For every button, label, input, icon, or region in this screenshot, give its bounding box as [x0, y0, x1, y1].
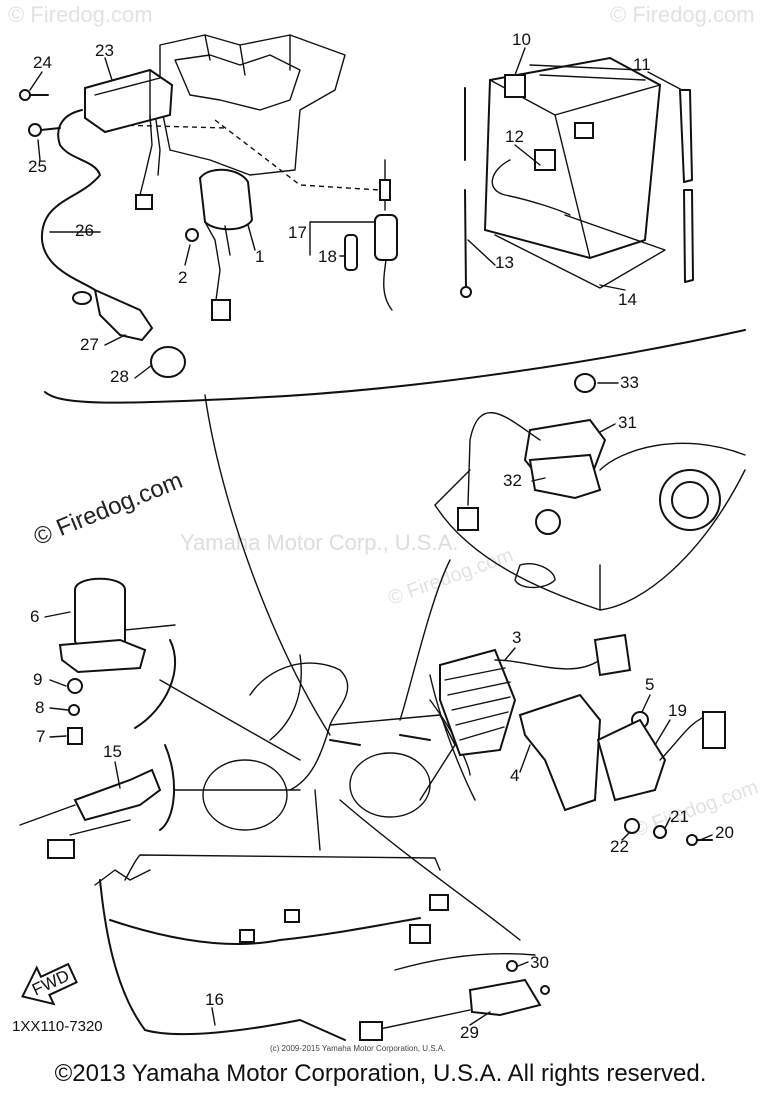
starter-relay-assembly	[434, 373, 746, 611]
callout-16: 16	[205, 990, 224, 1009]
callout-4: 4	[510, 766, 519, 785]
callout-17: 17	[288, 223, 307, 242]
callout-20: 20	[715, 823, 734, 842]
ignition-coil	[40, 68, 174, 291]
callout-26: 26	[75, 221, 94, 240]
callout-6: 6	[30, 607, 39, 626]
scooter-silhouette	[202, 654, 456, 831]
callout-28: 28	[110, 367, 129, 386]
callout-labels: 23 24 25 26 27 28 2 1 17 18 10 12 11 13 …	[28, 30, 734, 1042]
callout-31: 31	[618, 413, 637, 432]
callout-24: 24	[33, 53, 52, 72]
battery-box-frame	[119, 34, 381, 191]
spark-plug-28	[150, 346, 186, 378]
bolt-24	[19, 89, 49, 101]
starter-relay-1	[185, 168, 254, 321]
negative-lead-13	[460, 87, 472, 298]
callout-5: 5	[645, 675, 654, 694]
callout-32: 32	[503, 471, 522, 490]
callout-10: 10	[512, 30, 531, 49]
callout-25: 25	[28, 157, 47, 176]
callout-leaders	[29, 47, 713, 1026]
watermark-center: Yamaha Motor Corp., U.S.A.	[180, 530, 459, 555]
rectifier-regulator-3	[429, 633, 632, 801]
copyright-footer: ©2013 Yamaha Motor Corporation, U.S.A. A…	[54, 1060, 707, 1087]
callout-7: 7	[36, 727, 45, 746]
callout-33: 33	[620, 373, 639, 392]
callout-12: 12	[505, 127, 524, 146]
callout-21: 21	[670, 807, 689, 826]
bracket-assembly-4	[518, 693, 726, 846]
sensor-29	[359, 952, 550, 1041]
fwd-arrow: FWD	[21, 962, 78, 1006]
callout-30: 30	[530, 953, 549, 972]
watermark-site-top-left: © Firedog.com	[8, 2, 153, 27]
battery-pad-14	[494, 214, 666, 289]
callout-23: 23	[95, 41, 114, 60]
watermark-site-top-right: © Firedog.com	[610, 2, 755, 27]
callout-19: 19	[668, 701, 687, 720]
callout-3: 3	[512, 628, 521, 647]
small-copyright: (c) 2009-2015 Yamaha Motor Corporation, …	[270, 1044, 446, 1053]
callout-11: 11	[633, 55, 651, 74]
callout-15: 15	[103, 742, 122, 761]
callout-29: 29	[460, 1023, 479, 1042]
neutral-switch-15	[19, 744, 176, 859]
battery-10	[483, 56, 662, 260]
callout-22: 22	[610, 837, 629, 856]
callout-14: 14	[618, 290, 637, 309]
callout-18: 18	[318, 247, 337, 266]
callout-27: 27	[80, 335, 99, 354]
bolt-25	[28, 123, 61, 137]
wire-harness-16	[94, 854, 449, 1041]
breather-pipe-11	[679, 89, 694, 283]
spark-plug-cap	[72, 288, 154, 342]
callout-9: 9	[33, 670, 42, 689]
part-code: 1XX110-7320	[12, 1018, 103, 1035]
leader-lines	[159, 394, 521, 941]
callout-13: 13	[495, 253, 514, 272]
callout-2: 2	[178, 268, 187, 287]
top-section-bracket	[44, 329, 746, 404]
callout-8: 8	[35, 698, 44, 717]
starter-motor-6	[58, 577, 176, 745]
fuse-holder	[344, 159, 398, 311]
callout-1: 1	[255, 247, 264, 266]
